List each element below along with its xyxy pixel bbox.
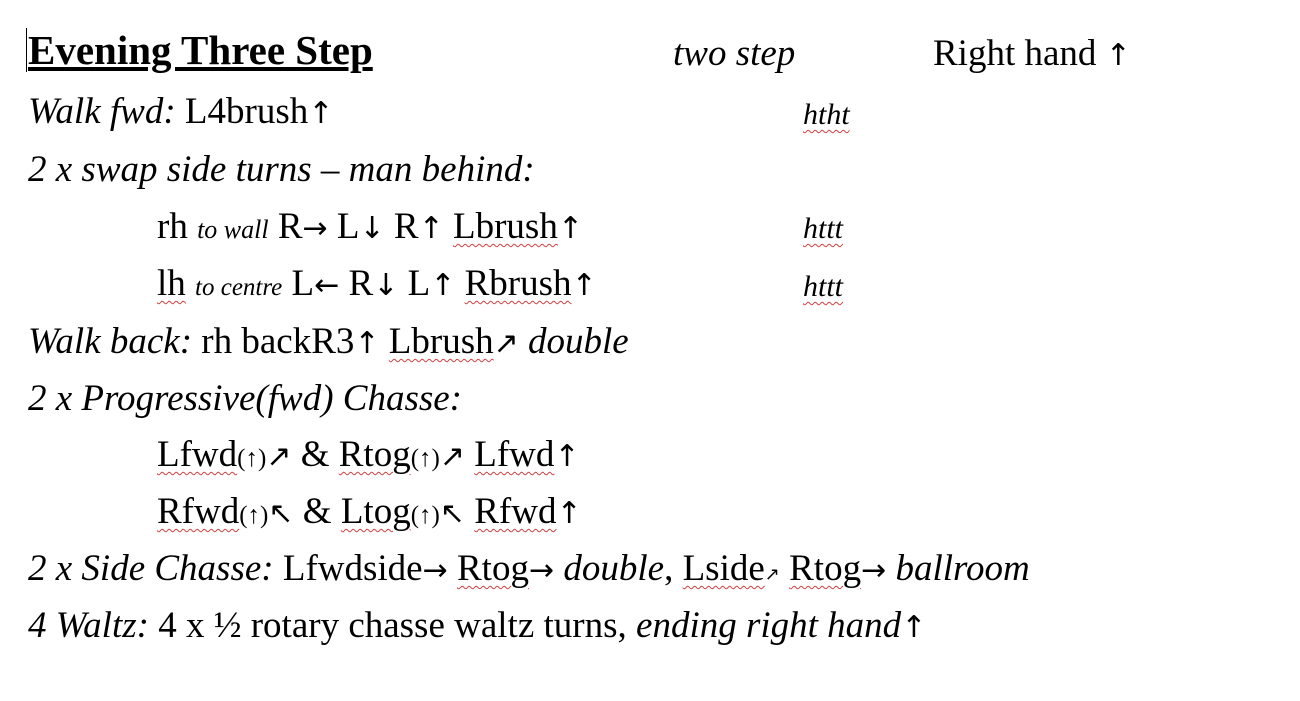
- rbrush-step: Rbrush: [464, 263, 572, 304]
- side-chasse-line: 2 x Side Chasse: Lfwdside→ Rtog→ double,…: [28, 547, 1030, 597]
- up-arrow-icon: ↑: [354, 326, 380, 361]
- up-arrow-icon: ↑: [571, 268, 597, 303]
- step-l2: L: [407, 263, 431, 304]
- ampersand: &: [302, 491, 332, 532]
- up-arrow-icon: ↑: [308, 96, 334, 131]
- up-arrow-icon: ↑: [556, 496, 582, 531]
- right-arrow-icon: →: [528, 553, 555, 588]
- lbrush-step: Lbrush: [453, 206, 558, 247]
- up-arrow-icon: ↑: [557, 211, 583, 246]
- lbrush-step: Lbrush: [388, 321, 494, 362]
- up-left-arrow-icon: ↖: [268, 496, 294, 531]
- comma: ,: [664, 548, 674, 589]
- small-up-right-arrow-icon: ↗: [764, 564, 780, 585]
- step-r: R: [348, 263, 374, 304]
- rfwd-step: Rfwd: [157, 491, 240, 532]
- step-l: L: [336, 206, 360, 247]
- rh-to-wall-line: rh to wall R→ L↓ R↑ Lbrush↑: [157, 205, 583, 252]
- rtog-step: Rtog: [338, 434, 411, 475]
- count-note-1: htht: [803, 98, 850, 131]
- count-note-3: httt: [803, 270, 844, 303]
- rtog-step: Rtog: [457, 548, 529, 589]
- title-line: Evening Three Step: [28, 28, 373, 75]
- progressive-chasse-heading: 2 x Progressive(fwd) Chasse:: [28, 377, 462, 421]
- up-arrow-icon: ↑: [418, 211, 444, 246]
- walk-forward-text: L4brush: [184, 91, 309, 132]
- rtog-step-2: Rtog: [789, 548, 862, 589]
- double-label: double: [563, 548, 665, 589]
- right-arrow-icon: →: [861, 553, 887, 588]
- page-title: Evening Three Step: [28, 27, 373, 73]
- right-arrow-icon: →: [422, 553, 448, 588]
- lh-label: lh: [157, 263, 186, 304]
- header-right-hand: Right hand: [933, 33, 1097, 74]
- down-arrow-icon: ↓: [359, 211, 385, 246]
- up-right-arrow-icon: ↗: [439, 439, 465, 474]
- up-right-arrow-icon: ↗: [493, 326, 519, 361]
- header-two-step: two step: [673, 33, 796, 74]
- double-label: double: [528, 321, 629, 362]
- side-chasse-label: 2 x Side Chasse:: [28, 548, 274, 589]
- walk-back-text: rh backR3: [201, 321, 355, 362]
- walk-forward-line: Walk fwd: L4brush↑: [28, 90, 333, 136]
- up-arrow-icon: ↑: [901, 610, 927, 645]
- ending-right-hand: ending right hand: [636, 605, 902, 646]
- up-right-arrow-icon: ↗: [266, 439, 292, 474]
- step-r2: R: [393, 206, 419, 247]
- lfwd-line: Lfwd(↑)↗ & Rtog(↑)↗ Lfwd↑: [157, 433, 580, 481]
- lh-to-centre-line: lh to centre L← R↓ L↑ Rbrush↑: [157, 262, 597, 310]
- rh-label: rh: [157, 206, 188, 247]
- lfwd-step-end: Lfwd: [474, 434, 555, 475]
- ampersand: &: [300, 434, 330, 475]
- walk-back-line: Walk back: rh backR3↑ Lbrush↗ double: [28, 320, 629, 366]
- up-arrow-icon: ↑: [1105, 38, 1131, 73]
- waltz-line: 4 Waltz: 4 x ½ rotary chasse waltz turns…: [28, 604, 926, 650]
- step-r: R: [277, 206, 303, 247]
- lfwdside-step: Lfwdside: [282, 548, 423, 589]
- lside-step: Lside: [682, 548, 765, 589]
- to-centre-label: to centre: [195, 274, 283, 301]
- text-cursor: [26, 28, 27, 72]
- swap-side-turns-heading: 2 x swap side turns – man behind:: [28, 149, 535, 190]
- ltog-step: Ltog: [340, 491, 411, 532]
- up-arrow-icon: ↑: [430, 268, 456, 303]
- step-l: L: [291, 263, 315, 304]
- lfwd-step: Lfwd: [157, 434, 238, 475]
- paren-up-icon: (↑): [239, 502, 269, 529]
- progressive-chasse-label: 2 x Progressive(fwd) Chasse:: [28, 378, 462, 419]
- count-note-2: httt: [803, 212, 844, 245]
- waltz-text: 4 x ½ rotary chasse waltz turns,: [158, 605, 627, 646]
- left-arrow-icon: ←: [314, 268, 340, 303]
- rfwd-line: Rfwd(↑)↖ & Ltog(↑)↖ Rfwd↑: [157, 490, 582, 538]
- paren-up-icon: (↑): [237, 445, 267, 472]
- walk-forward-label: Walk fwd:: [28, 91, 176, 132]
- rfwd-step-end: Rfwd: [474, 491, 557, 532]
- up-arrow-icon: ↑: [554, 439, 580, 474]
- up-left-arrow-icon: ↖: [439, 496, 465, 531]
- paren-up-icon: (↑): [410, 445, 440, 472]
- ballroom-label: ballroom: [895, 548, 1030, 589]
- walk-back-label: Walk back:: [28, 321, 193, 362]
- to-wall-label: to wall: [197, 215, 269, 244]
- down-arrow-icon: ↓: [373, 268, 399, 303]
- header-right-hand-group: Right hand ↑: [933, 32, 1131, 78]
- paren-up-icon: (↑): [410, 502, 440, 529]
- waltz-label: 4 Waltz:: [28, 605, 149, 646]
- right-arrow-icon: →: [302, 211, 328, 246]
